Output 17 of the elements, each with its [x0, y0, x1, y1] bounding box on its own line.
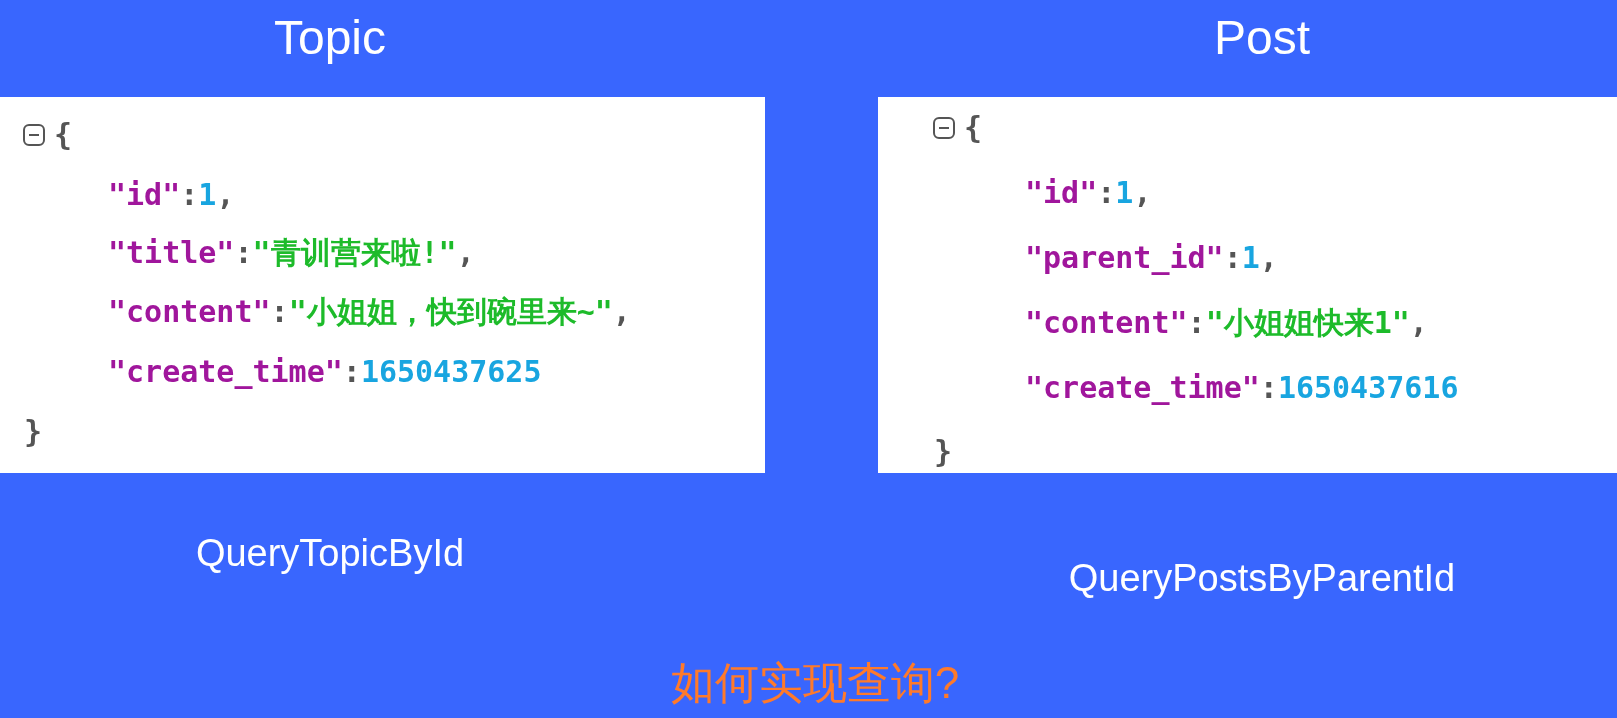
code-line: "content":"小姐姐，快到碗里来~", — [108, 293, 631, 331]
code-line: "title":"青训营来啦!", — [108, 234, 475, 272]
code-line: "id":1, — [108, 176, 235, 214]
code-line: { — [54, 116, 73, 154]
panel-title: Post — [1212, 10, 1311, 66]
code-line: "id":1, — [1025, 174, 1152, 212]
code-line: } — [934, 433, 953, 471]
code-line: "create_time":1650437625 — [108, 353, 542, 391]
question-text: 如何实现查询? — [669, 657, 961, 709]
function-name: QueryPostsByParentId — [1067, 556, 1457, 601]
code-line: { — [964, 109, 983, 147]
panel-title: Topic — [272, 10, 388, 66]
code-line: "parent_id":1, — [1025, 239, 1278, 277]
code-line: "create_time":1650437616 — [1025, 369, 1459, 407]
code-line: } — [24, 413, 43, 451]
function-name: QueryTopicById — [194, 531, 466, 576]
code-line: "content":"小姐姐快来1", — [1025, 304, 1428, 342]
